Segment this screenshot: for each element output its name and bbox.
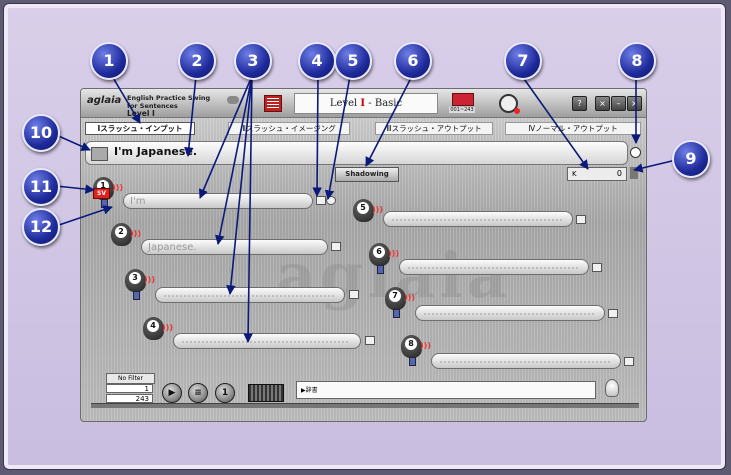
phrase-1[interactable]: I'm: [123, 193, 313, 209]
sound-icon: ))): [130, 229, 141, 238]
tab-slash-output[interactable]: Ⅲスラッシュ・アウトプット: [375, 122, 493, 135]
mode-tabs: Ⅰスラッシュ・インプット Ⅱスラッシュ・イメージング Ⅲスラッシュ・アウトプット…: [85, 122, 642, 135]
tab-normal-output[interactable]: Ⅳノーマル・アウトプット: [505, 122, 641, 135]
phrase-8[interactable]: [431, 353, 621, 369]
speaker-4[interactable]: 4 ))): [143, 317, 173, 342]
book-list-icon[interactable]: [264, 95, 282, 112]
play-button[interactable]: ▶: [162, 383, 182, 403]
callout-2: 2: [178, 42, 216, 80]
phrase-6[interactable]: [399, 259, 589, 275]
tab-slash-imaging[interactable]: Ⅱスラッシュ・イメージング: [228, 122, 350, 135]
mouse-icon: [227, 96, 239, 104]
range-button[interactable]: 001~243: [449, 93, 475, 113]
callout-11: 11: [22, 168, 60, 206]
sentence-toggle-button[interactable]: [91, 147, 108, 161]
mic-icon[interactable]: [377, 265, 384, 274]
current-number[interactable]: 1: [106, 384, 153, 393]
sentence-display: I'm Japanese.: [85, 141, 628, 165]
list-button[interactable]: ≡: [188, 383, 208, 403]
speaker-7[interactable]: 7 ))): [385, 287, 415, 318]
single-play-button[interactable]: 1: [215, 383, 235, 403]
mic-icon[interactable]: [393, 309, 400, 318]
level-display: Level I - Basic: [294, 93, 438, 114]
timer-icon[interactable]: [499, 94, 520, 114]
phrase-3-button[interactable]: [349, 290, 359, 299]
callout-8: 8: [618, 42, 656, 80]
callout-4: 4: [298, 42, 336, 80]
speaker-6[interactable]: 6 ))): [369, 243, 399, 274]
hint-bulb-icon[interactable]: [605, 379, 619, 397]
expand-button[interactable]: [630, 147, 641, 158]
phrase-7-button[interactable]: [608, 309, 618, 318]
phrase-5[interactable]: [383, 211, 573, 227]
speaker-8[interactable]: 8 ))): [401, 335, 431, 366]
sentence-text: I'm Japanese.: [114, 145, 198, 158]
aglaia-logo: aglaia: [87, 95, 122, 106]
title-bar: aglaia English Practice Swing for Senten…: [81, 89, 646, 118]
phrase-4-button[interactable]: [365, 336, 375, 345]
close-button[interactable]: ×: [627, 96, 642, 111]
phrase-7[interactable]: [415, 305, 605, 321]
phrase-8-button[interactable]: [624, 357, 634, 366]
sound-icon: ))): [144, 275, 155, 284]
speaker-3[interactable]: 3 ))): [125, 269, 155, 300]
callout-1: 1: [90, 42, 128, 80]
speaker-2[interactable]: 2 ))): [111, 223, 141, 248]
dictionary-bar[interactable]: ▶辞書: [296, 381, 596, 399]
sound-icon: ))): [112, 183, 123, 192]
sound-icon: ))): [372, 205, 383, 214]
sound-icon: ))): [420, 341, 431, 350]
settings-button[interactable]: ×: [595, 96, 610, 111]
callout-3: 3: [234, 42, 272, 80]
total-number: 243: [106, 394, 153, 403]
minimize-button[interactable]: –: [611, 96, 626, 111]
callout-5: 5: [334, 42, 372, 80]
app-window: aglaia aglaia English Practice Swing for…: [80, 88, 647, 422]
callout-10: 10: [22, 114, 60, 152]
app-title: English Practice Swing for Sentences Lev…: [127, 94, 211, 118]
help-button[interactable]: ?: [572, 96, 587, 111]
sound-icon: ))): [388, 249, 399, 258]
score-counter: K 0: [567, 167, 627, 181]
filter-label[interactable]: No Filter: [106, 373, 155, 384]
sound-icon: ))): [162, 323, 173, 332]
speaker-5[interactable]: 5 ))): [353, 199, 383, 224]
phrase-6-button[interactable]: [592, 263, 602, 272]
mic-icon[interactable]: [133, 291, 140, 300]
callout-9: 9: [672, 140, 710, 178]
callout-6: 6: [394, 42, 432, 80]
phrase-4[interactable]: [173, 333, 361, 349]
counter-icon: K: [572, 170, 577, 178]
callout-7: 7: [504, 42, 542, 80]
phrase-5-button[interactable]: [576, 215, 586, 224]
mic-icon[interactable]: [409, 357, 416, 366]
bottom-bar: No Filter 1 243 ▶ ≡ 1 ▶辞書: [81, 371, 646, 421]
keyboard-icon[interactable]: [248, 384, 284, 402]
phrase-2-button[interactable]: [331, 242, 341, 251]
counter-reset-icon[interactable]: [630, 167, 638, 179]
book-icon: [452, 93, 474, 106]
sound-icon: ))): [404, 293, 415, 302]
callout-12: 12: [22, 208, 60, 246]
shadowing-button[interactable]: Shadowing: [335, 167, 399, 182]
